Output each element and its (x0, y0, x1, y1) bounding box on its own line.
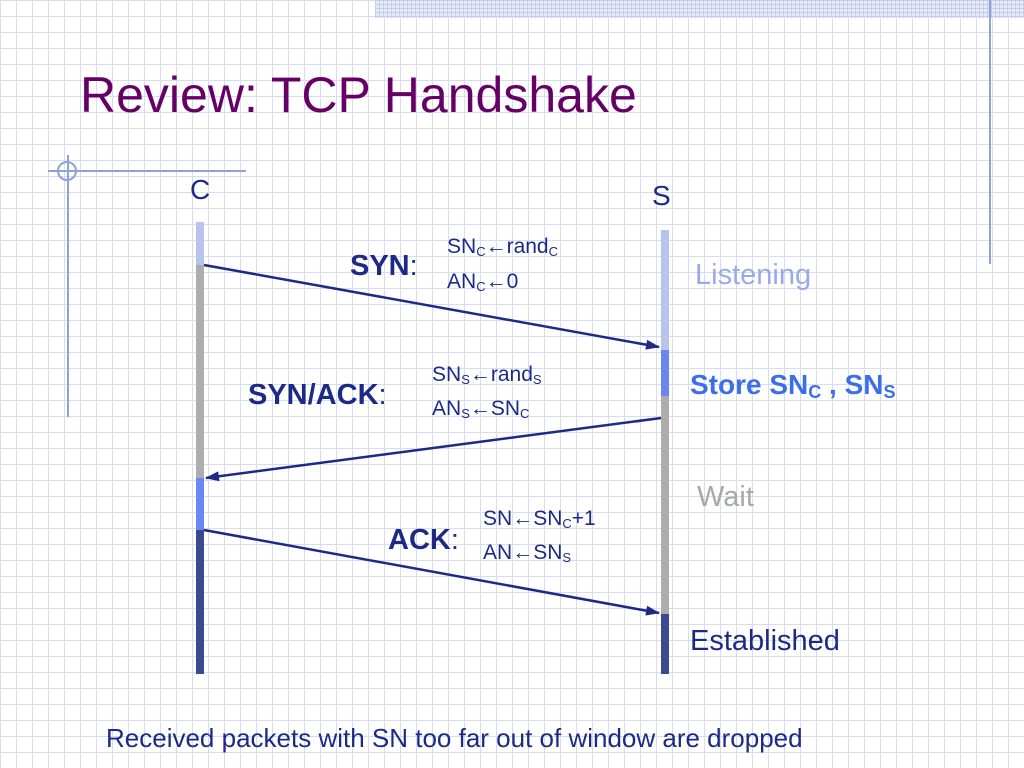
client-timeline-store (196, 478, 204, 530)
decorative-line (48, 170, 246, 172)
client-label: C (190, 174, 211, 205)
syn-arrow (203, 263, 660, 350)
server-timeline-established (661, 614, 669, 674)
server-timeline-listening (661, 230, 669, 350)
header-band (375, 0, 1024, 18)
server-label: S (652, 180, 671, 211)
syn-an-equation: ANC←0 (447, 270, 519, 294)
ack-sn-equation: SN←SNC+1 (483, 507, 596, 531)
decorative-line (67, 155, 69, 417)
ack-arrow (203, 528, 660, 616)
client-timeline-initial (196, 222, 204, 265)
footer-note: Received packets with SN too far out of … (106, 723, 803, 753)
syn-sn-equation: SNC←randC (447, 235, 558, 259)
client-timeline-wait (196, 265, 204, 478)
decorative-line (989, 0, 991, 264)
synack-sn-equation: SNS←randS (432, 363, 542, 387)
ack-label: ACK: (388, 524, 459, 556)
state-store: Store SNC , SNS (690, 369, 896, 402)
server-timeline-wait (661, 396, 669, 614)
synack-label: SYN/ACK: (248, 379, 387, 411)
state-wait: Wait (697, 481, 754, 513)
state-established: Established (690, 625, 840, 657)
ack-an-equation: AN←SNS (483, 541, 572, 565)
client-timeline-established (196, 530, 204, 674)
synack-an-equation: ANS←SNC (432, 397, 530, 421)
slide-title: Review: TCP Handshake (80, 67, 637, 123)
state-listening: Listening (695, 259, 812, 291)
syn-label: SYN: (350, 250, 418, 282)
server-timeline-store (661, 350, 669, 396)
synack-arrow (205, 416, 662, 482)
